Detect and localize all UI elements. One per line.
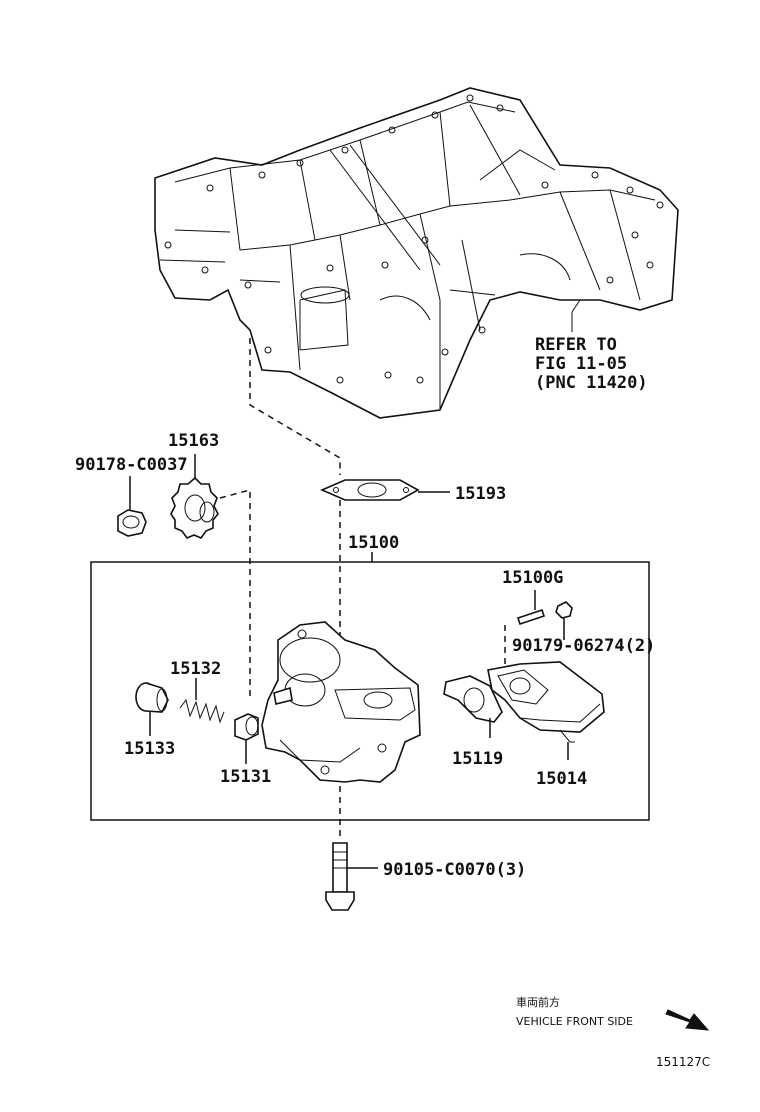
gasket-15119 [443,675,503,723]
dashed-connector-sprocket [219,489,251,700]
gasket-15193 [319,479,420,501]
label-90179: 90179-06274(2) [512,636,655,656]
refer-line-3: (PNC 11420) [535,373,648,393]
nut-90179 [555,601,573,619]
label-90178: 90178-C0037 [75,455,188,475]
plug-15133 [135,682,169,713]
assembly-box-15100 [90,561,650,821]
nut-90178 [117,509,147,537]
bolt-90105 [325,842,355,911]
figure-id: 151127C [656,1055,710,1069]
label-15193: 15193 [455,484,506,504]
vehicle-front-jp: 車両前方 [516,995,560,1009]
spring-15132 [179,698,225,724]
refer-line-2: FIG 11-05 [535,354,627,374]
label-15163: 15163 [168,431,219,451]
refer-line-1: REFER TO [535,335,617,355]
label-90105: 90105-C0070(3) [383,860,526,880]
oil-pan-drawing [154,87,679,419]
sprocket-15163 [170,476,219,539]
label-15014: 15014 [536,769,587,789]
front-direction-arrow-icon [665,1009,710,1031]
strainer-15014 [487,661,605,743]
label-15100: 15100 [348,533,399,553]
label-15100G: 15100G [502,568,563,588]
label-15132: 15132 [170,659,221,679]
label-15133: 15133 [124,739,175,759]
vehicle-front-en: VEHICLE FRONT SIDE [516,1015,633,1028]
label-15131: 15131 [220,767,271,787]
oil-pump-body [261,621,421,783]
relief-valve-15131 [234,713,259,741]
dashed-connector-pan [249,338,341,475]
stud-15100G [516,608,546,626]
label-15119: 15119 [452,749,503,769]
